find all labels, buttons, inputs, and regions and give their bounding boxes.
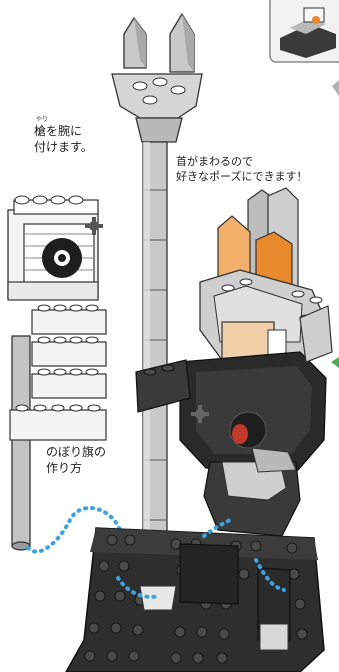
neck-caption: 首がまわるので 好きなポーズにできます！: [176, 155, 307, 185]
neck-caption-line2: 好きなポーズにできます！: [176, 169, 308, 183]
dotted-path: [26, 506, 122, 554]
neck-caption-line1: 首がまわるので: [176, 155, 253, 168]
spear-caption-ruby: やり: [36, 116, 49, 123]
flag-caption: のぼり旗の 作り方: [46, 444, 106, 476]
flag-caption-line2: 作り方: [46, 461, 83, 476]
robot-figure: [135, 187, 333, 537]
spear-assembly: [111, 12, 203, 583]
inset-thumbnail: [269, 0, 339, 63]
arrow-hint: [332, 80, 339, 96]
flag-caption-line1: のぼり旗の: [46, 445, 107, 459]
gear-icon: [85, 217, 103, 235]
orange-horn: [217, 215, 251, 285]
spear-caption-line1: 槍を腕に: [34, 124, 83, 138]
green-arrow: [331, 357, 339, 368]
flag-assembly: [7, 195, 122, 554]
gear-icon: [191, 405, 209, 423]
base-plate: [65, 518, 325, 672]
spear-caption-line2: 付けます。: [34, 140, 93, 155]
spear-caption: やり 槍を腕に 付けます。: [34, 117, 93, 155]
